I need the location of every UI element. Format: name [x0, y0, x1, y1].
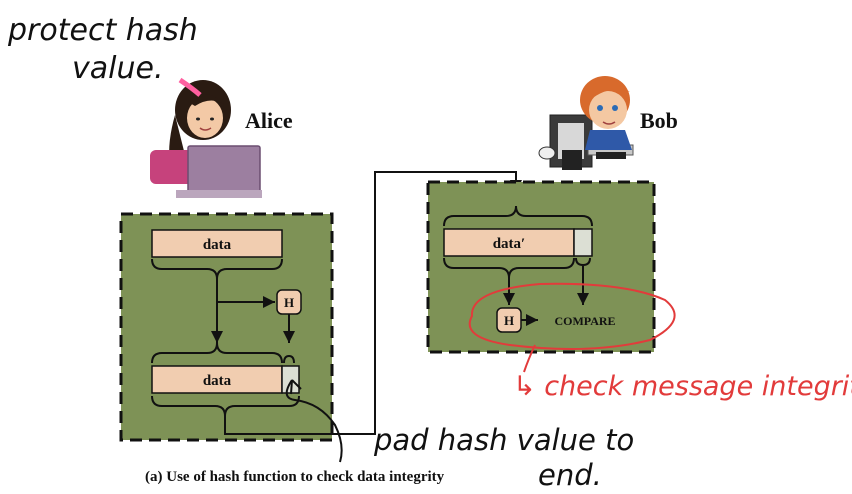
sender-brace-middle: [151, 342, 283, 364]
receiver-box: data′ H COMPARE: [426, 180, 656, 354]
receiver-data-label: data′: [493, 236, 526, 252]
pad-line-1: pad hash value to: [373, 423, 634, 457]
receiver-brace-top: [443, 205, 593, 227]
sender-data-label: data: [203, 237, 232, 253]
sender-data-block: [151, 229, 283, 258]
receiver-data-block: [443, 228, 575, 257]
protect-line-1: protect hash: [7, 13, 198, 48]
figure-caption: (a) Use of hash function to check data i…: [145, 469, 445, 485]
pad-hash-annotation: pad hash value to end.: [285, 379, 634, 492]
sender-hash-label: H: [284, 295, 294, 310]
girl-with-laptop-icon: [150, 77, 262, 198]
alice-label: Alice: [245, 108, 293, 133]
protect-hash-annotation: protect hash value.: [7, 13, 198, 86]
boy-at-computer-icon: [538, 76, 634, 170]
sender-box: data H data: [119, 212, 334, 442]
sender-message-data-label: data: [203, 373, 232, 389]
sender-message-data-block: [151, 365, 283, 394]
transmission-path: [224, 171, 522, 435]
check-integrity-text: ↳ check message integrit: [513, 371, 852, 402]
check-integrity-annotation: ↳ check message integrit: [468, 282, 852, 402]
compare-label: COMPARE: [554, 314, 615, 328]
bob-label: Bob: [640, 108, 678, 133]
receiver-hash-label: H: [504, 313, 514, 328]
protect-line-2: value.: [72, 51, 163, 86]
pad-line-2: end.: [538, 458, 602, 492]
receiver-appended-hash: [573, 228, 593, 257]
